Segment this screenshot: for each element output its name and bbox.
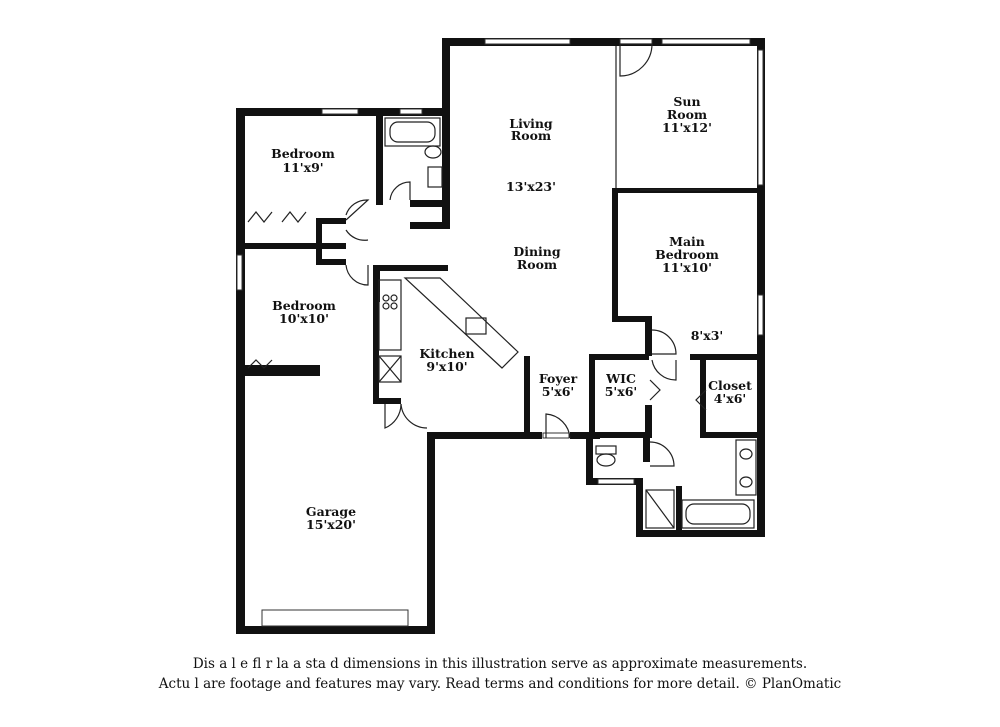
disclaimer-line-1: Dis a l e fl r la a sta d dimensions in … [192,656,808,672]
kitchen-size: 9'x10' [426,359,467,374]
sunroom-size: 11'x12' [662,120,712,135]
bedroom1-size: 11'x9' [282,160,323,175]
dining-name-1: Dining [513,244,561,259]
fixtures [247,38,757,529]
garage-name: Garage [306,504,356,519]
closet-size: 4'x6' [714,391,747,406]
disclaimer-line-2: Actu l are footage and features may vary… [158,676,842,692]
interior-walls [236,110,765,536]
main-bedroom-size: 11'x10' [662,260,712,275]
room-labels: Bedroom 11'x9' Living Room 13'x23' Dinin… [271,94,752,532]
foyer-name: Foyer [539,371,578,386]
kitchen-name: Kitchen [419,346,474,361]
bedroom2-name: Bedroom [272,298,336,313]
bedroom2-size: 10'x10' [279,311,329,326]
living-name-2: Room [511,128,551,143]
living-size: 13'x23' [506,179,556,194]
wic-name: WIC [605,371,636,386]
living-name-1: Living [509,116,553,131]
foyer-size: 5'x6' [542,384,575,399]
sunroom-name-2: Room [667,107,707,122]
windows [236,38,764,627]
hall-area-size: 8'x3' [691,328,724,343]
dining-name-2: Room [517,257,557,272]
sunroom-name-1: Sun [673,94,700,109]
main-bedroom-name-2: Bedroom [655,247,719,262]
main-bedroom-name-1: Main [669,234,705,249]
wic-size: 5'x6' [605,384,638,399]
garage-size: 15'x20' [306,517,356,532]
bedroom1-name: Bedroom [271,146,335,161]
closet-name: Closet [708,378,752,393]
